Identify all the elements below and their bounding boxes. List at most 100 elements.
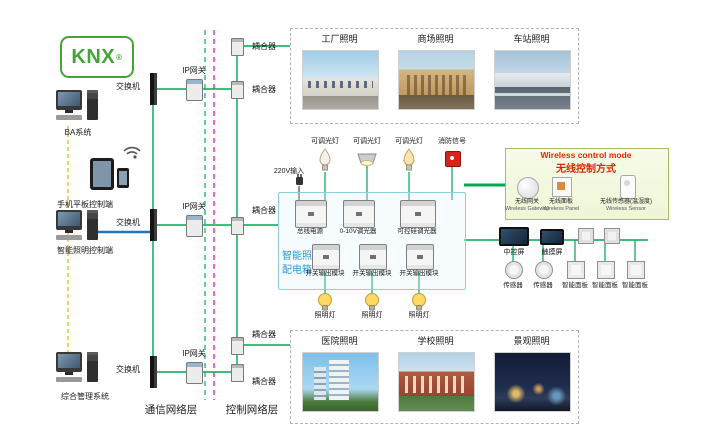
mall-photo: [398, 50, 475, 110]
station-photo: [494, 50, 571, 110]
knx-logo: KNX®: [60, 36, 134, 78]
switch-icon: [150, 356, 157, 388]
switch-label: 交换机: [116, 218, 140, 227]
ctrl-layer-label: 控制网络层: [225, 404, 279, 416]
knx-logo-text: KNX: [71, 45, 116, 68]
coupler-icon: [231, 81, 244, 99]
fire-alarm-icon: [445, 151, 461, 167]
dimmable-bulb-icon: [319, 148, 331, 171]
sensor-icon: [505, 261, 523, 279]
top-scenes-group: [290, 28, 579, 124]
lamp-label: 照明灯: [408, 312, 430, 319]
bus-power-module-icon: [295, 200, 327, 228]
switch-output-label: 开关输出模块: [399, 270, 439, 277]
sensor-label: 传感器: [503, 282, 523, 289]
power-input-label: 220V输入: [273, 168, 305, 175]
coupler-icon: [231, 38, 244, 56]
scene-label-landscape: 景观照明: [513, 336, 550, 346]
coupler-icon: [231, 364, 244, 382]
scene-label-school: 学校照明: [417, 336, 454, 346]
coupler-label: 耦合器: [252, 206, 276, 215]
smart-panel-icon: [567, 261, 585, 279]
workstation-icon: [56, 352, 102, 388]
registered-mark: ®: [116, 52, 123, 62]
touch-screen-icon: [540, 229, 564, 245]
wall-panel-icon: [578, 228, 594, 244]
factory-photo: [302, 50, 379, 110]
scene-label-station: 车站照明: [513, 34, 550, 44]
switch-output-module-icon: [406, 244, 434, 270]
workstation-icon: [56, 210, 102, 246]
wifi-icon: [123, 146, 141, 159]
smart-panel-icon: [597, 261, 615, 279]
ip-gateway-icon: [186, 362, 203, 384]
dimmable-bulb-icon: [403, 148, 415, 171]
thyristor-dimmer-module-icon: [400, 200, 436, 228]
smart-panel-icon: [627, 261, 645, 279]
dimmable-lamp-label: 可调光灯: [353, 138, 381, 145]
ip-gateway-label: IP网关: [182, 202, 206, 211]
bulb-icon: [318, 293, 332, 311]
school-photo: [398, 352, 475, 412]
wireless-gateway-icon: [517, 177, 539, 199]
switch-output-label: 开关输出模块: [352, 270, 392, 277]
switch-output-module-icon: [312, 244, 340, 270]
bus-power-label: 总线电源: [297, 228, 323, 235]
scene-label-hospital: 医院照明: [321, 336, 358, 346]
management-system-label: 综合管理系统: [61, 392, 109, 401]
lighting-terminal-label: 智能照明控制端: [57, 246, 113, 255]
bottom-scenes-group: [290, 330, 579, 424]
coupler-label: 耦合器: [252, 85, 276, 94]
wireless-title-en: Wireless control mode: [540, 150, 632, 160]
distribution-box-title: 智能照明 配电箱: [282, 251, 322, 276]
switch-output-module-icon: [359, 244, 387, 270]
bulb-icon: [412, 293, 426, 311]
touch-screen-label: 触摸屏: [541, 249, 563, 256]
sensor-icon: [535, 261, 553, 279]
switch-label: 交换机: [116, 82, 140, 91]
coupler-label: 耦合器: [252, 377, 276, 386]
lamp-label: 照明灯: [314, 312, 336, 319]
ip-gateway-label: IP网关: [182, 66, 206, 75]
phone-icon: [117, 168, 129, 188]
wireless-sensor-label: 无线传感器(温湿度) Wireless Sensor: [600, 199, 652, 213]
mobile-terminal-label: 手机平板控制端: [57, 200, 113, 209]
coupler-icon: [231, 217, 244, 235]
central-screen-icon: [499, 227, 529, 246]
dimmable-lamp-label: 可调光灯: [395, 138, 423, 145]
wireless-panel-icon: [552, 177, 572, 197]
dimmer-label: 0-10V调光器: [339, 228, 377, 235]
smart-panel-label: 智能面板: [562, 282, 588, 289]
plug-icon: [296, 174, 303, 185]
wireless-sensor-icon: [620, 175, 636, 199]
landscape-photo: [494, 352, 571, 412]
wireless-gateway-label: 无线网关 Wireless Gateway: [504, 199, 550, 213]
downlight-icon: [357, 153, 377, 166]
switch-icon: [150, 73, 157, 105]
switch-label: 交换机: [116, 365, 140, 374]
dimmer-module-icon: [343, 200, 375, 228]
scene-label-factory: 工厂照明: [321, 34, 358, 44]
smart-panel-label: 智能面板: [592, 282, 618, 289]
dimmable-lamp-label: 可调光灯: [311, 138, 339, 145]
lamp-label: 照明灯: [361, 312, 383, 319]
workstation-icon: [56, 90, 102, 126]
sensor-label: 传感器: [533, 282, 553, 289]
fire-signal-label: 消防信号: [438, 138, 466, 145]
ip-gateway-label: IP网关: [182, 349, 206, 358]
wireless-title-zh: 无线控制方式: [556, 164, 616, 175]
ba-system-label: BA系统: [64, 128, 92, 137]
smart-panel-label: 智能面板: [622, 282, 648, 289]
switch-icon: [150, 209, 157, 241]
wireless-panel-label: 无线面板 Wireless Panel: [542, 199, 580, 213]
switch-output-label: 开关输出模块: [305, 270, 345, 277]
hospital-photo: [302, 352, 379, 412]
wall-panel-icon: [604, 228, 620, 244]
ip-gateway-icon: [186, 215, 203, 237]
ip-gateway-icon: [186, 79, 203, 101]
coupler-icon: [231, 337, 244, 355]
thyristor-dimmer-label: 可控硅调光器: [397, 228, 437, 235]
tablet-icon: [90, 158, 114, 190]
coupler-label: 耦合器: [252, 42, 276, 51]
